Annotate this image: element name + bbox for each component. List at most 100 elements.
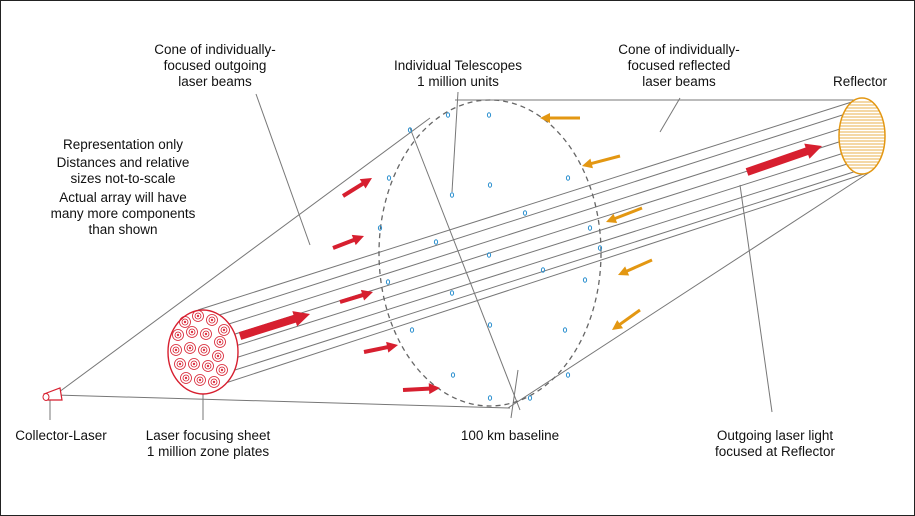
zone-plate: [194, 374, 206, 386]
leader-baseline: [510, 369, 519, 419]
zone-plate-center: [176, 333, 180, 337]
zone-plate: [218, 324, 230, 336]
zone-plate: [216, 364, 228, 376]
outgoing-arrow: [339, 289, 373, 304]
reflected-arrows: [540, 113, 653, 330]
zone-plate: [174, 358, 186, 370]
outgoing-arrow-large: [745, 143, 822, 176]
laser-beam-line: [209, 109, 859, 319]
zone-plate-ring: [190, 360, 198, 368]
label-actual-array: Actual array will have many more compone…: [50, 190, 196, 237]
telescope-marker: [597, 245, 603, 251]
zone-plate: [192, 310, 204, 322]
zone-plate: [202, 360, 214, 372]
zone-plate: [179, 316, 191, 328]
zone-plate-ring: [210, 378, 218, 386]
zone-plate-center: [184, 376, 188, 380]
zone-plate-center: [198, 378, 202, 382]
collector-laser-icon: [42, 387, 63, 401]
telescope-marker: [486, 252, 492, 258]
telescope-marker: [540, 267, 546, 273]
label-outgoing-light: Outgoing laser light focused at Reflecto…: [714, 428, 836, 459]
zone-plate-ring: [176, 360, 184, 368]
label-cone-reflected: Cone of individually- focused reflected …: [618, 42, 740, 89]
zone-plate: [200, 328, 212, 340]
telescope-marker: [377, 225, 383, 231]
telescope-marker: [527, 395, 533, 401]
laser-beam-line: [209, 167, 867, 379]
outgoing-arrow: [332, 234, 364, 250]
zone-plate-ring: [181, 318, 189, 326]
telescope-group: [377, 112, 603, 401]
label-collector-laser: Collector-Laser: [15, 428, 107, 443]
zone-plate: [170, 344, 182, 356]
zone-plate-ring: [188, 328, 196, 336]
zone-plate: [184, 342, 196, 354]
reflected-cone-lower-line: [507, 171, 871, 409]
zone-plate-center: [178, 362, 182, 366]
label-baseline: 100 km baseline: [460, 428, 560, 443]
zone-plate-center: [204, 332, 208, 336]
zone-plate-sheet: [167, 309, 239, 395]
zone-plate: [186, 326, 198, 338]
telescope-marker: [487, 395, 493, 401]
zone-plate-ring: [216, 338, 224, 346]
reflected-arrow: [618, 258, 653, 276]
zone-plate-center: [206, 364, 210, 368]
outgoing-arrow: [402, 383, 440, 395]
collector-cone-upper-line: [54, 117, 431, 396]
zone-plate-center: [188, 346, 192, 350]
zone-plate-center: [210, 318, 214, 322]
zone-plate-ring: [208, 316, 216, 324]
telescope-marker: [445, 112, 451, 118]
zone-plate-center: [183, 320, 187, 324]
telescope-marker: [582, 277, 588, 283]
outgoing-arrow: [363, 341, 398, 354]
zone-plate-ring: [196, 376, 204, 384]
telescope-marker: [487, 322, 493, 328]
telescope-marker: [407, 127, 413, 133]
zone-plate-center: [220, 368, 224, 372]
zone-plate: [208, 376, 220, 388]
zone-plate-ring: [220, 326, 228, 334]
telescope-marker: [522, 210, 528, 216]
telescope-marker: [385, 279, 391, 285]
telescope-marker: [565, 372, 571, 378]
zone-plate: [172, 329, 184, 341]
collector-cone-lower-line: [54, 394, 511, 409]
label-focusing-sheet: Laser focusing sheet 1 million zone plat…: [145, 428, 271, 459]
reflected-arrow: [606, 206, 643, 224]
reflector-disc: [838, 97, 886, 175]
zone-plate-ring: [218, 366, 226, 374]
laser-beam-line: [209, 157, 867, 367]
telescope-array-ellipse: [378, 99, 602, 407]
telescope-marker: [587, 225, 593, 231]
zone-plate-ring: [200, 346, 208, 354]
zone-plate-ring: [182, 374, 190, 382]
zone-plate: [188, 358, 200, 370]
reflected-arrow: [612, 308, 641, 330]
zone-plate-center: [222, 328, 226, 332]
zone-plate-ring: [194, 312, 202, 320]
outgoing-arrow: [341, 178, 372, 198]
outgoing-arrow-large: [238, 311, 310, 340]
zone-plate-center: [192, 362, 196, 366]
zone-plate-ring: [202, 330, 210, 338]
zone-plate-center: [196, 314, 200, 318]
laser-beam-line: [209, 121, 863, 331]
zone-plate-center: [174, 348, 178, 352]
zone-plate-ring: [204, 362, 212, 370]
outgoing-arrows: [238, 143, 822, 395]
telescope-marker: [487, 182, 493, 188]
zone-plate: [180, 372, 192, 384]
zone-plate-ring: [172, 346, 180, 354]
telescope-marker: [449, 290, 455, 296]
telescope-marker: [486, 112, 492, 118]
telescope-marker: [450, 372, 456, 378]
telescope-marker: [449, 192, 455, 198]
leader-cone-outgoing: [255, 93, 311, 246]
label-distances: Distances and relative sizes not-to-scal…: [56, 155, 190, 186]
leader-telescopes: [451, 91, 459, 193]
